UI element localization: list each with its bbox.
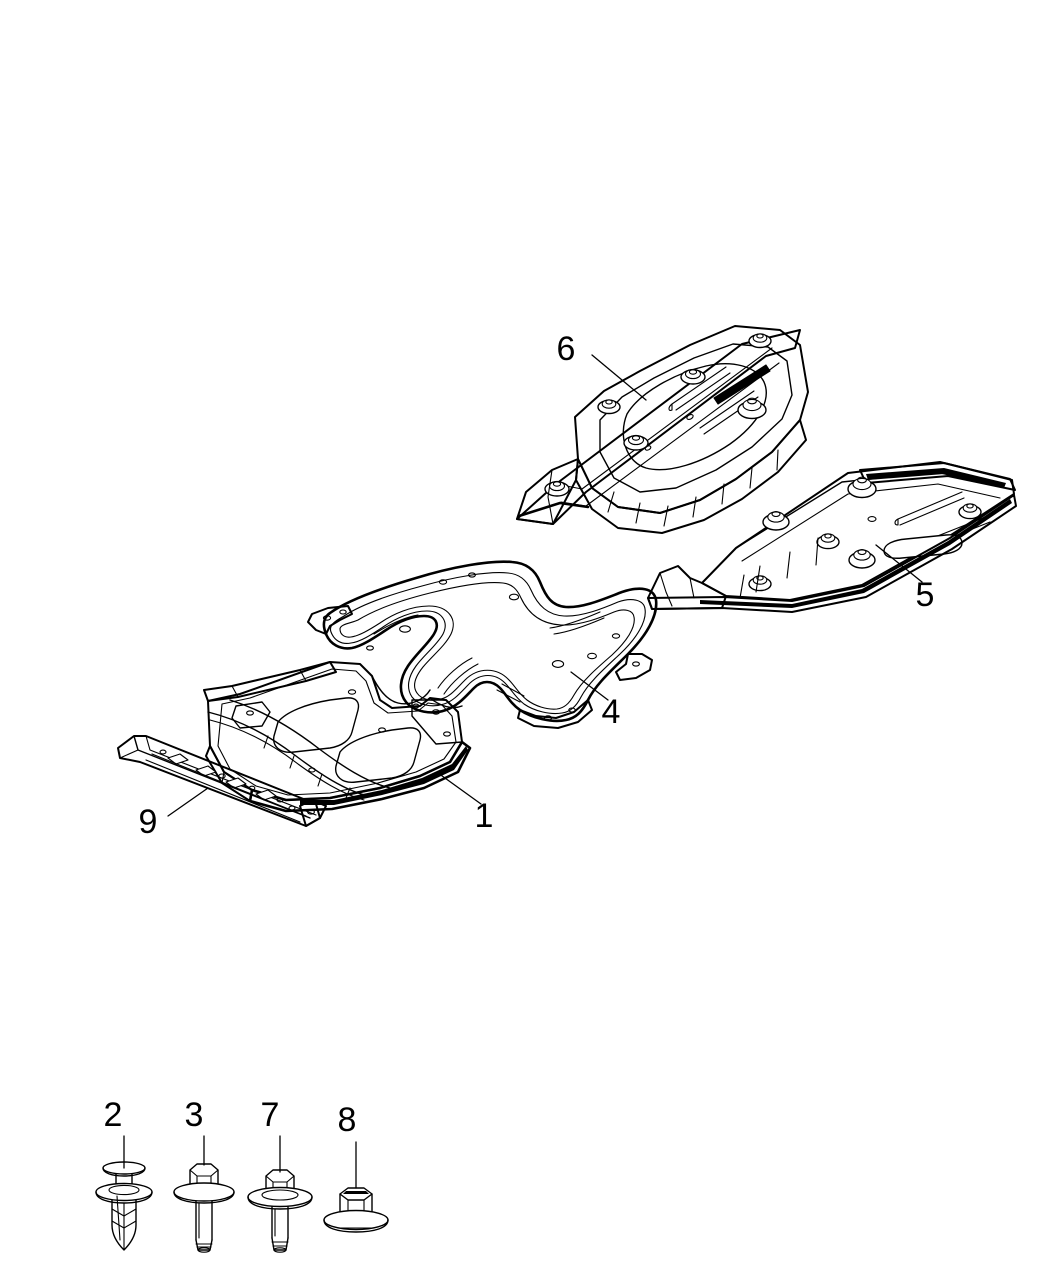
grommet bbox=[737, 397, 767, 420]
callout-number-5: 5 bbox=[916, 576, 935, 614]
grommet bbox=[847, 476, 877, 499]
grommet bbox=[748, 333, 772, 349]
fastener-flanged-hex-bolt-short bbox=[247, 1169, 313, 1253]
leader-6 bbox=[591, 354, 647, 401]
fastener-flanged-hex-nut bbox=[323, 1187, 389, 1233]
part-center-tunnel-shield bbox=[307, 560, 658, 729]
callout-number-8: 8 bbox=[338, 1101, 357, 1139]
callout-numbers: 6 5 4 1 9 2 3 7 8 bbox=[104, 330, 935, 1139]
leader-4 bbox=[570, 671, 609, 701]
callout-number-4: 4 bbox=[602, 693, 621, 731]
grommet bbox=[762, 510, 790, 531]
grommet bbox=[544, 480, 570, 497]
grommet bbox=[848, 548, 876, 569]
callout-number-6: 6 bbox=[557, 330, 576, 368]
callout-number-9: 9 bbox=[139, 803, 158, 841]
part-left-underbody-shield bbox=[203, 661, 472, 813]
leader-9 bbox=[167, 787, 209, 817]
callout-number-3: 3 bbox=[185, 1096, 204, 1134]
callout-number-1: 1 bbox=[475, 797, 494, 835]
grommet bbox=[623, 434, 649, 451]
grommet bbox=[748, 575, 772, 592]
grommet bbox=[958, 503, 982, 520]
fastener-flanged-hex-bolt-long bbox=[173, 1163, 235, 1253]
callout-number-2: 2 bbox=[104, 1096, 123, 1134]
leader-1 bbox=[437, 772, 482, 805]
part-right-underbody-shield bbox=[647, 461, 1017, 613]
part-reinforcement-bracket-strip bbox=[117, 735, 327, 827]
grommet bbox=[597, 399, 621, 415]
grommet bbox=[680, 368, 706, 385]
callout-number-7: 7 bbox=[261, 1096, 280, 1134]
leader-lines bbox=[123, 354, 923, 1189]
grommet bbox=[816, 533, 840, 550]
leader-5 bbox=[875, 544, 923, 583]
part-rear-floor-heat-shield bbox=[516, 325, 809, 534]
